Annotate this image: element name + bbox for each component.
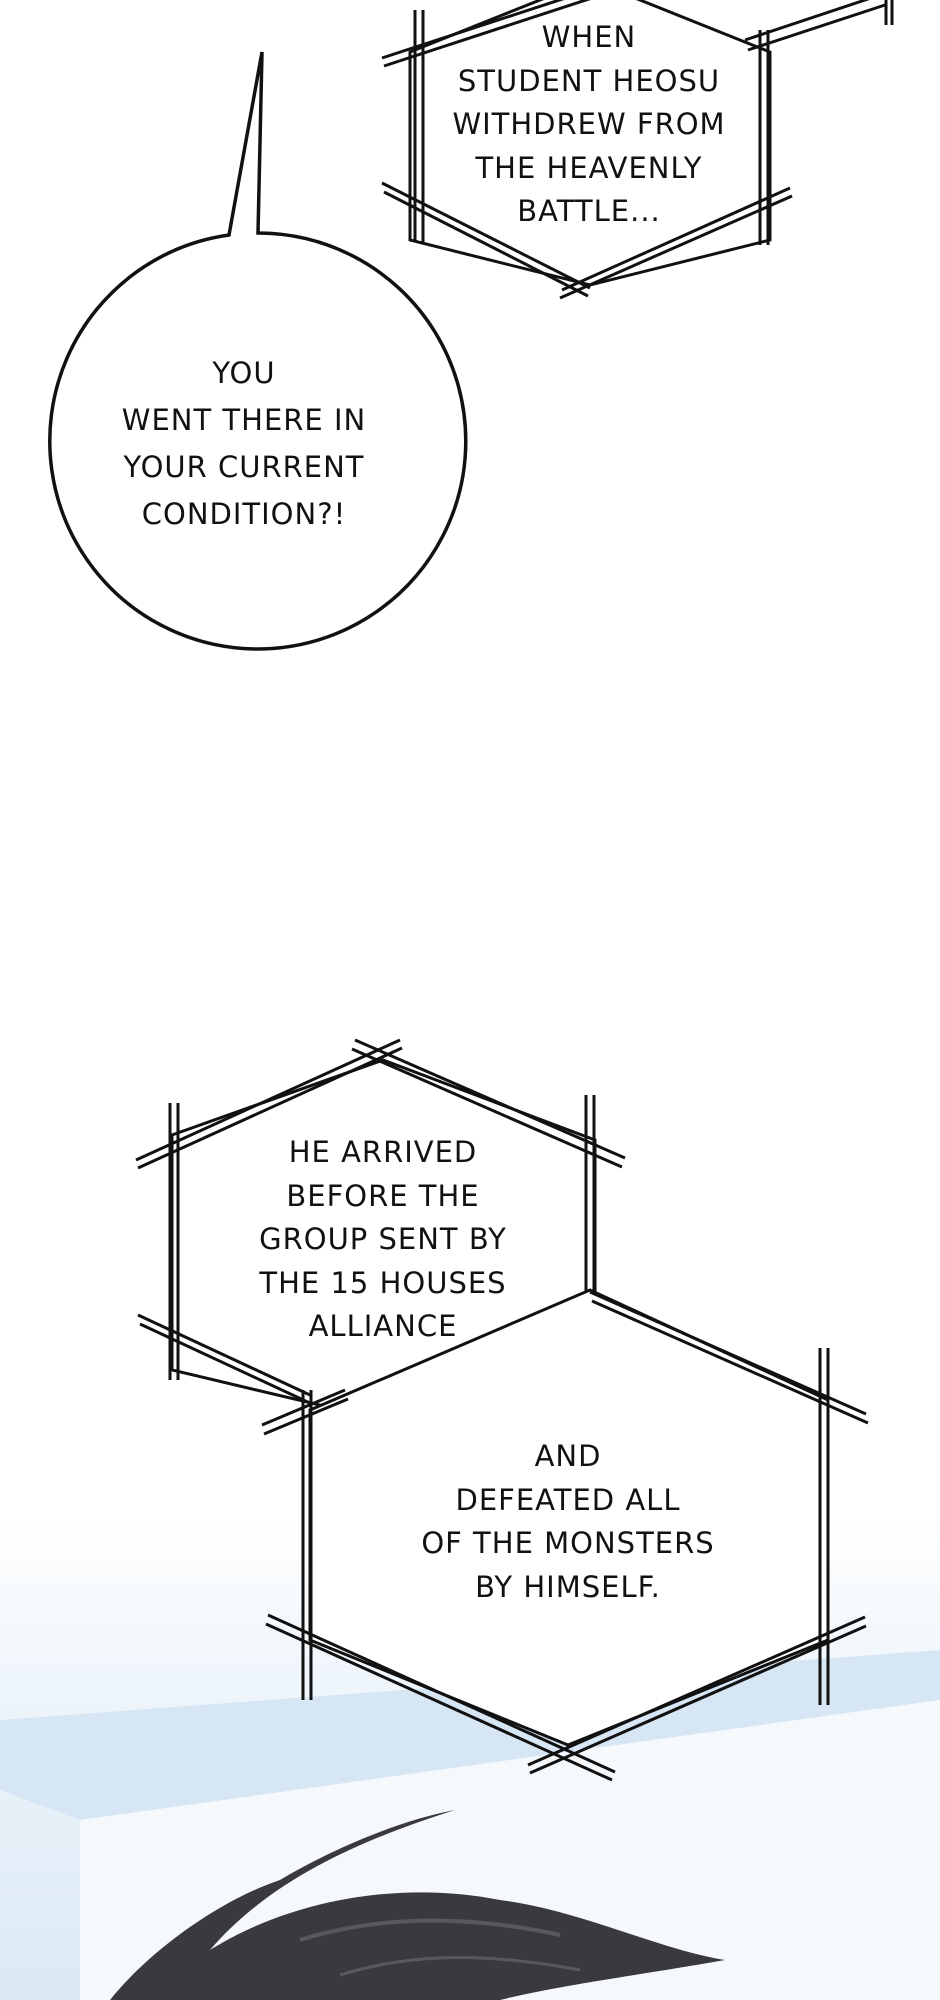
speech-bubble bbox=[48, 51, 468, 651]
caption-line: DEFEATED ALL bbox=[455, 1482, 681, 1517]
narration-box-top bbox=[381, 0, 894, 300]
caption-line: BEFORE THE bbox=[286, 1178, 480, 1213]
caption-line: HE ARRIVED bbox=[288, 1135, 478, 1169]
caption-line: ALLIANCE bbox=[308, 1309, 458, 1343]
narration-middle-text: HE ARRIVED BEFORE THE GROUP SENT BY THE … bbox=[259, 1131, 507, 1349]
dialogue-line: YOU bbox=[212, 356, 276, 390]
caption-line: OF THE MONSTERS bbox=[421, 1526, 715, 1560]
caption-line: BY HIMSELF. bbox=[475, 1569, 661, 1604]
character-hair bbox=[110, 1810, 725, 2000]
caption-line: WHEN bbox=[541, 20, 637, 54]
dialogue-line: YOUR CURRENT bbox=[123, 450, 365, 484]
caption-line: AND bbox=[534, 1439, 602, 1473]
narration-box-bottom bbox=[261, 1288, 869, 1782]
caption-line: GROUP SENT BY bbox=[259, 1222, 507, 1256]
dialogue-line: WENT THERE IN bbox=[121, 403, 367, 437]
caption-line: THE 15 HOUSES bbox=[259, 1265, 507, 1300]
caption-line: STUDENT HEOSU bbox=[457, 63, 721, 98]
speech-bubble-text: YOU WENT THERE IN YOUR CURRENT CONDITION… bbox=[122, 350, 366, 538]
narration-top-text: WHEN STUDENT HEOSU WITHDREW FROM THE HEA… bbox=[452, 16, 725, 234]
narration-bottom-text: AND DEFEATED ALL OF THE MONSTERS BY HIMS… bbox=[421, 1435, 714, 1609]
caption-line: THE HEAVENLY bbox=[475, 150, 703, 185]
caption-line: WITHDREW FROM bbox=[452, 107, 726, 141]
caption-line: BATTLE... bbox=[517, 194, 661, 228]
dialogue-line: CONDITION?! bbox=[141, 497, 347, 531]
